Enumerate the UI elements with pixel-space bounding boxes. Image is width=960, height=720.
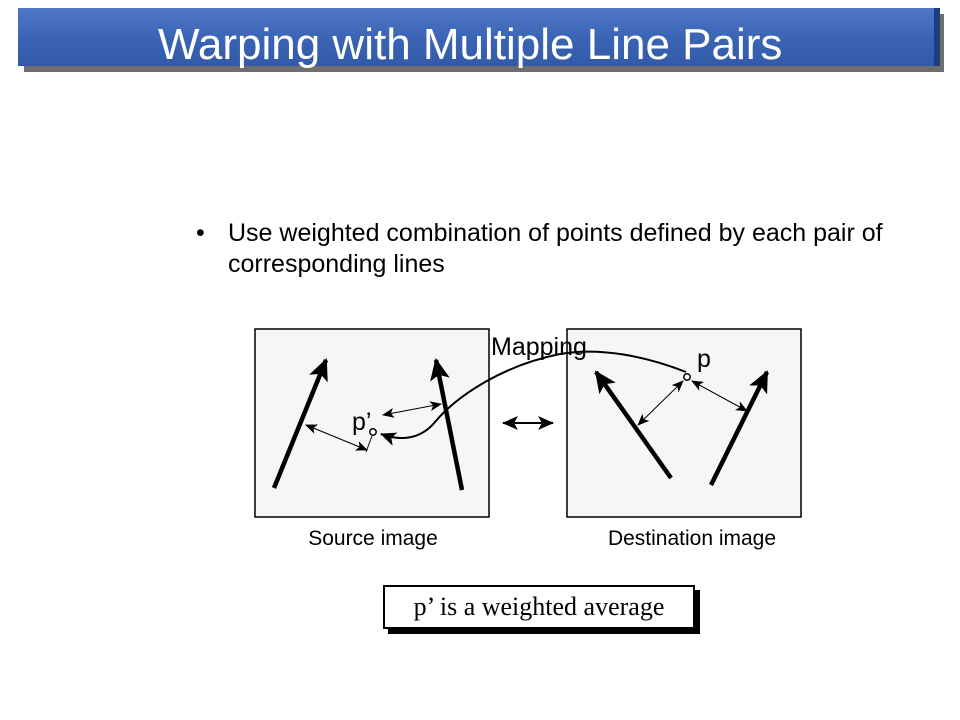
source-point-marker <box>369 428 377 436</box>
title-bar: Warping with Multiple Line Pairs <box>18 8 940 69</box>
bullet-dot: • <box>196 219 205 247</box>
source-line-right <box>430 358 465 491</box>
destination-distance-arrow-right <box>691 380 748 412</box>
destination-line-left <box>594 370 673 480</box>
source-distance-arrow-right <box>382 401 442 418</box>
destination-image-panel <box>566 328 802 518</box>
source-point-label: p’ <box>352 408 371 436</box>
source-image-caption: Source image <box>308 527 438 550</box>
weighted-average-caption: p’ is a weighted average <box>383 585 695 629</box>
destination-distance-arrow-left <box>637 380 684 426</box>
slide-title: Warping with Multiple Line Pairs <box>158 20 783 69</box>
bullet-text: Use weighted combination of points defin… <box>228 219 883 278</box>
destination-point-marker <box>683 373 691 381</box>
destination-point-label: p <box>697 345 711 373</box>
source-image-panel <box>254 328 490 518</box>
source-line-left <box>271 358 329 489</box>
mapping-label: Mapping <box>491 333 587 361</box>
source-pointer-tick <box>365 435 373 453</box>
source-distance-arrow-left <box>305 424 368 451</box>
destination-image-caption: Destination image <box>608 527 776 550</box>
mapping-curve <box>380 350 687 446</box>
destination-line-right <box>708 370 770 486</box>
